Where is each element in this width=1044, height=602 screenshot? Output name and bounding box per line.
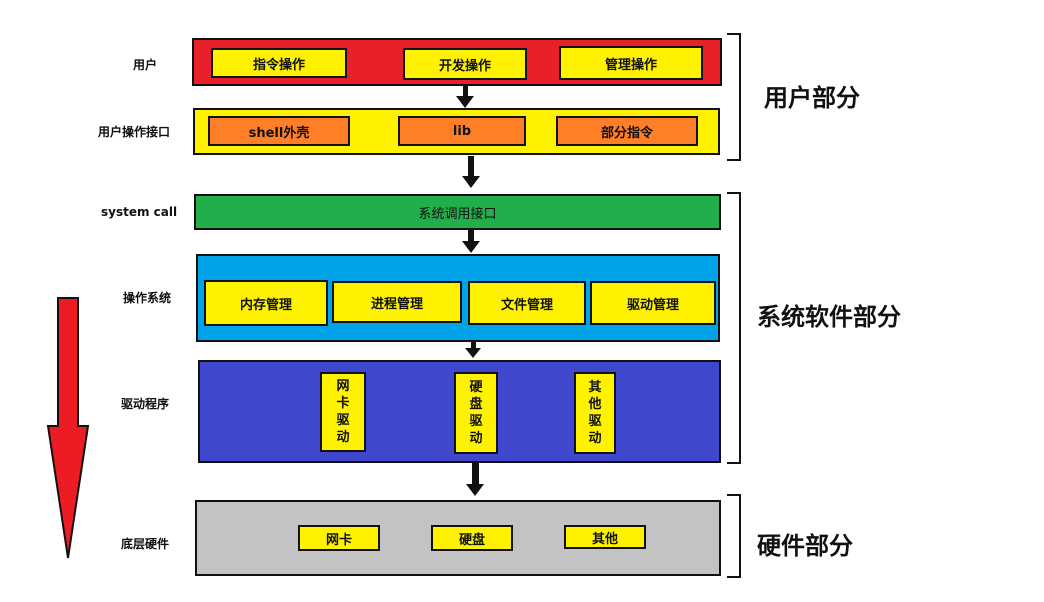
interface-item-shell: shell外壳: [208, 116, 350, 146]
group-hardware-part: 硬件部分: [757, 532, 853, 560]
user-item-command: 指令操作: [211, 48, 347, 78]
arrow-syscall-to-os: [468, 230, 474, 242]
driver-nic-char-2: 卡: [336, 396, 350, 411]
arrow-os-to-driver-head: [465, 348, 481, 358]
hardware-layer: 网卡 硬盘 其他: [195, 500, 721, 576]
interface-item-lib: lib: [398, 116, 526, 146]
arrow-user-to-interface-head: [456, 96, 474, 108]
driver-nic-char-4: 动: [336, 430, 350, 445]
label-user-interface: 用户操作接口: [98, 125, 171, 139]
hardware-item-other: 其他: [564, 525, 646, 549]
driver-other-char-4: 动: [588, 431, 602, 446]
arrow-syscall-to-os-head: [462, 241, 480, 253]
os-item-process: 进程管理: [332, 281, 462, 323]
driver-nic-char-3: 驱: [336, 413, 350, 428]
os-layer: 内存管理 进程管理 文件管理 驱动管理: [196, 254, 720, 342]
driver-layer: 网 卡 驱 动 硬 盘 驱 动 其 他 驱 动: [198, 360, 721, 463]
os-item-memory: 内存管理: [204, 280, 328, 326]
arrow-os-to-driver: [471, 342, 476, 350]
driver-nic-char-1: 网: [336, 379, 350, 394]
label-operating-system: 操作系统: [123, 291, 172, 305]
arrow-interface-to-syscall: [468, 156, 474, 178]
arrow-driver-to-hardware-head: [466, 484, 484, 496]
driver-disk-char-2: 盘: [469, 397, 483, 412]
label-hardware: 底层硬件: [121, 537, 170, 551]
driver-disk-char-1: 硬: [469, 380, 483, 395]
interface-item-partial-commands: 部分指令: [556, 116, 698, 146]
user-item-manage: 管理操作: [559, 46, 703, 80]
driver-disk-char-3: 驱: [469, 414, 483, 429]
hardware-item-nic: 网卡: [298, 525, 380, 551]
bracket-system-software-part: [727, 192, 741, 464]
driver-item-disk: 硬 盘 驱 动: [454, 372, 498, 454]
driver-disk-char-4: 动: [469, 431, 483, 446]
arrow-driver-to-hardware: [472, 463, 479, 485]
bracket-hardware-part: [727, 494, 741, 578]
driver-item-other: 其 他 驱 动: [574, 372, 616, 454]
bracket-user-part: [727, 33, 741, 161]
arrow-interface-to-syscall-head: [462, 176, 480, 188]
user-layer: 指令操作 开发操作 管理操作: [192, 38, 722, 86]
group-system-software-part: 系统软件部分: [757, 303, 901, 331]
driver-other-char-1: 其: [588, 380, 602, 395]
hardware-item-disk: 硬盘: [431, 525, 513, 551]
label-driver: 驱动程序: [121, 397, 170, 411]
user-interface-layer: shell外壳 lib 部分指令: [193, 108, 720, 155]
driver-other-char-3: 驱: [588, 414, 602, 429]
driver-item-nic: 网 卡 驱 动: [320, 372, 366, 452]
label-user: 用户: [133, 58, 158, 72]
group-user-part: 用户部分: [764, 84, 860, 112]
big-down-arrow: [46, 297, 90, 559]
os-item-driver-mgmt: 驱动管理: [590, 281, 716, 325]
os-item-file: 文件管理: [468, 281, 586, 325]
label-system-call: system call: [101, 205, 178, 219]
syscall-layer: 系统调用接口: [194, 194, 721, 230]
arrow-user-to-interface: [463, 86, 468, 98]
driver-other-char-2: 他: [588, 397, 602, 412]
user-item-develop: 开发操作: [403, 48, 527, 80]
